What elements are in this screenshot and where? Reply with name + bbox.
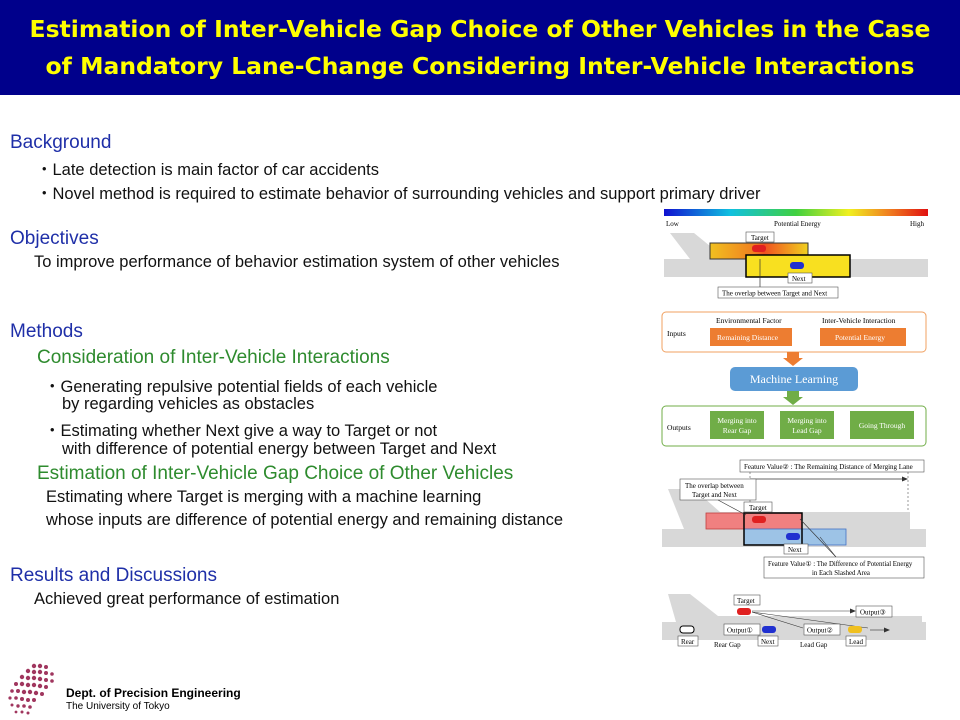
output-rear-gap-box [710,411,764,439]
colorbar-low-label: Low [666,220,680,228]
fig1-next-label: Next [792,275,806,283]
outputs-label: Outputs [667,423,691,432]
methods-sub1-line-1: ・Generating repulsive potential fields o… [44,378,438,396]
output-rear-gap-line1: Merging into [717,416,756,425]
target-car-icon-4 [737,608,751,615]
next-car-icon-3 [786,533,800,540]
env-factor-label: Environmental Factor [716,316,782,325]
output-lead-gap-line2: Lead Gap [792,426,822,435]
university-logo-icon [8,663,54,715]
fig4-target-label: Target [737,597,755,605]
fig4-output2-label: Output② [807,627,833,635]
target-car-icon [752,245,766,252]
output-lead-gap-box [780,411,834,439]
feature2-label: Feature Value② : The Remaining Distance … [744,463,913,471]
colorbar-high-label: High [910,220,925,228]
output-classes-figure: Target Output③ Output① Output② Rear Next… [662,594,926,649]
fig4-rear-gap-label: Rear Gap [714,641,741,649]
next-car-icon [790,262,804,269]
methods-sub1-line-3: ・Estimating whether Next give a way to T… [44,422,438,440]
results-text: Achieved great performance of estimation [34,590,340,608]
remaining-distance-text: Remaining Distance [717,333,779,342]
methods-sub2-heading: Estimation of Inter-Vehicle Gap Choice o… [37,463,514,484]
potential-field-figure: Low Potential Energy High Target Next Th… [664,209,928,299]
feature-values-figure: Feature Value② : The Remaining Distance … [662,459,926,579]
potential-colorbar [664,209,928,216]
machine-learning-box [730,367,858,391]
logo-university-name: The University of Tokyo [66,701,170,712]
feature1-line2: in Each Slashed Area [812,570,870,577]
fig4-rear-label: Rear [681,638,695,646]
inter-vehicle-label: Inter-Vehicle Interaction [822,316,896,325]
methods-sub2-line-2: whose inputs are difference of potential… [46,511,564,529]
objectives-heading: Objectives [10,228,99,249]
title-banner: Estimation of Inter-Vehicle Gap Choice o… [0,0,960,95]
objectives-text: To improve performance of behavior estim… [34,253,560,271]
fig1-target-label: Target [751,234,769,242]
methods-sub2-line-1: Estimating where Target is merging with … [46,488,482,506]
fig4-output3-label: Output③ [860,609,886,617]
methods-sub1-heading: Consideration of Inter-Vehicle Interacti… [37,347,390,368]
remaining-distance-box [710,328,792,346]
background-item-1: ・Late detection is main factor of car ac… [36,161,380,179]
output-going-through-text: Going Through [859,421,906,430]
fig3-overlap-line2: Target and Next [692,491,737,499]
fig3-target-label: Target [749,504,767,512]
merge-lane-road-4 [668,594,922,622]
methods-sub1-line-4: with difference of potential energy betw… [62,440,497,458]
results-heading: Results and Discussions [10,565,217,586]
potential-energy-text: Potential Energy [835,333,885,342]
machine-learning-text: Machine Learning [750,372,838,386]
output-rear-gap-line2: Rear Gap [723,426,752,435]
fig4-output1-label: Output① [727,627,753,635]
feature1-line1: Feature Value① : The Difference of Poten… [768,560,913,568]
rear-car-icon [679,625,695,634]
potential-energy-box [820,328,906,346]
down-arrow-green [783,391,803,405]
title-line-1: Estimation of Inter-Vehicle Gap Choice o… [29,14,931,43]
logo-dept-name: Dept. of Precision Engineering [66,686,241,700]
overlap-area [743,512,803,546]
title-line-2: of Mandatory Lane-Change Considering Int… [45,51,915,80]
methods-sub1-line-2: by regarding vehicles as obstacles [62,395,315,413]
fig4-lead-label: Lead [849,638,863,646]
ml-flow-figure: Inputs Environmental Factor Inter-Vehicl… [661,311,927,447]
background-item-2: ・Novel method is required to estimate be… [36,185,761,203]
methods-heading: Methods [10,321,83,342]
colorbar-title: Potential Energy [774,220,821,228]
target-car-icon-3 [752,516,766,523]
fig3-overlap-line1: The overlap between [685,482,744,490]
down-arrow-orange [783,352,803,366]
fig3-next-label: Next [788,546,802,554]
fig4-next-label: Next [761,638,775,646]
fig1-overlap-label: The overlap between Target and Next [722,290,827,298]
background-heading: Background [10,132,112,153]
inputs-label: Inputs [667,329,686,338]
fig4-lead-gap-label: Lead Gap [800,641,828,649]
lead-car-icon [848,626,862,633]
next-car-icon-4 [762,626,776,633]
output-going-through-box [850,411,914,439]
output-lead-gap-line1: Merging into [787,416,826,425]
